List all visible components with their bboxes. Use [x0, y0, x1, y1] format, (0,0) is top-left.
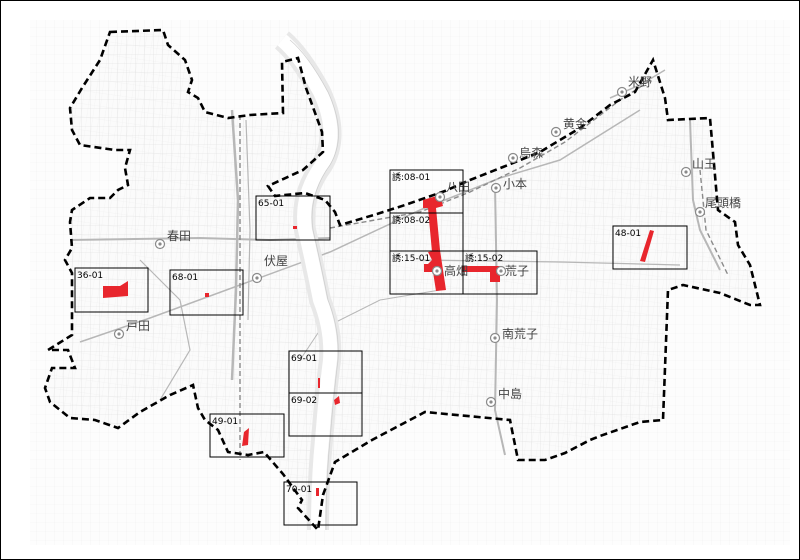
zone-box-frame: [255, 195, 331, 241]
ward-boundary: [43, 28, 762, 533]
station-label: 中島: [498, 386, 522, 401]
station-marker-dot: [620, 90, 624, 94]
zone-box-49-01[interactable]: 49-01: [209, 413, 285, 458]
station-hatta[interactable]: 八田: [434, 180, 471, 203]
station-marker-dot: [684, 170, 688, 174]
station-label: 南荒子: [502, 326, 538, 341]
station-minami-arako[interactable]: 南荒子: [489, 326, 539, 344]
station-marker-dot: [117, 332, 121, 336]
hazard-area-36-01: [103, 281, 128, 298]
station-marker-dot: [435, 269, 439, 273]
station-yoneno[interactable]: 米野: [616, 75, 653, 98]
station-label: 伏屋: [264, 254, 288, 268]
hazard-area-69-02: [334, 396, 340, 405]
station-label: 烏森: [519, 145, 543, 160]
station-label: 山王: [692, 157, 716, 171]
zone-box-label: 誘:15-01: [392, 252, 430, 264]
zone-box-frame: [288, 392, 363, 437]
station-obatabashi[interactable]: 尾頭橋: [694, 196, 742, 218]
street-network: [30, 20, 790, 545]
zone-box-label: 68-01: [172, 273, 198, 283]
station-label: 米野: [628, 75, 652, 89]
station-marker-dot: [493, 336, 497, 340]
station-label: 小本: [503, 177, 527, 191]
station-nakajima[interactable]: 中島: [485, 386, 523, 408]
station-koganei[interactable]: 黄金: [550, 116, 588, 138]
hazard-area-49-01: [242, 428, 249, 446]
zone-box-label: 誘:15-02: [465, 252, 503, 264]
zone-box-label: 誘:08-01: [392, 171, 430, 183]
zone-box-69-02[interactable]: 69-02: [288, 392, 363, 437]
station-label: 高畑: [444, 263, 468, 278]
hazard-area-68-01: [205, 293, 209, 297]
zone-box-yu-15-02[interactable]: 誘:15-02: [462, 250, 538, 295]
station-label: 戸田: [126, 319, 150, 333]
hazard-area-69-01: [318, 378, 320, 388]
station-marker-dot: [698, 210, 702, 214]
station-haruta[interactable]: 春田: [154, 229, 192, 250]
hazard-area-yu-15-02: [462, 266, 500, 282]
station-marker-dot: [511, 156, 515, 160]
river: [274, 31, 342, 531]
zone-box-frame: [283, 481, 358, 526]
station-takabata[interactable]: 高畑: [431, 263, 469, 278]
zone-box-48-01[interactable]: 48-01: [612, 225, 688, 270]
zone-box-label: 48-01: [615, 229, 641, 239]
zone-box-label: 49-01: [212, 417, 238, 427]
hazard-area-yu-08: [423, 195, 443, 252]
zone-box-label: 69-02: [291, 396, 317, 406]
station-toda[interactable]: 戸田: [113, 319, 151, 340]
zone-box-frame: [612, 225, 688, 270]
station-label: 尾頭橋: [705, 196, 741, 210]
hazard-area-65-01: [293, 226, 297, 229]
station-label: 春田: [167, 229, 191, 243]
station-marker-dot: [158, 242, 162, 246]
zone-box-label: 36-01: [77, 271, 103, 281]
hazard-area-70-01: [316, 488, 319, 496]
zone-box-frame: [462, 250, 538, 295]
hazard-area-48-01: [640, 230, 654, 262]
station-komoto[interactable]: 小本: [490, 177, 528, 194]
station-sanno[interactable]: 山王: [680, 157, 717, 178]
station-label: 黄金: [563, 116, 587, 131]
zone-box-65-01[interactable]: 65-01: [255, 195, 331, 241]
station-marker-dot: [489, 400, 493, 404]
station-marker-dot: [494, 186, 498, 190]
zone-box-label: 誘:08-02: [392, 214, 430, 226]
zone-box-68-01[interactable]: 68-01: [169, 269, 244, 316]
zone-box-frame: [169, 269, 244, 316]
station-arako[interactable]: 荒子: [495, 264, 530, 278]
zone-box-label: 69-01: [291, 354, 317, 364]
station-marker-dot: [554, 130, 558, 134]
zone-box-frame: [74, 267, 149, 313]
station-marker-dot: [255, 276, 259, 280]
station-marker-dot: [438, 195, 442, 199]
station-fushiya[interactable]: 伏屋: [251, 254, 289, 284]
station-label: 八田: [446, 180, 470, 194]
zone-box-label: 65-01: [258, 199, 284, 209]
zone-box-70-01[interactable]: 70-01: [283, 481, 358, 526]
station-karasumori[interactable]: 烏森: [507, 145, 544, 164]
zone-box-36-01[interactable]: 36-01: [74, 267, 149, 313]
station-label: 荒子: [505, 264, 529, 278]
zone-box-frame: [209, 413, 285, 458]
station-marker-dot: [499, 269, 503, 273]
zone-index-boxes: 36-01 68-01 65-01 誘:08-01 誘:08-02 誘:15-01 誘:15…: [74, 169, 688, 526]
zone-box-label: 70-01: [286, 485, 312, 495]
